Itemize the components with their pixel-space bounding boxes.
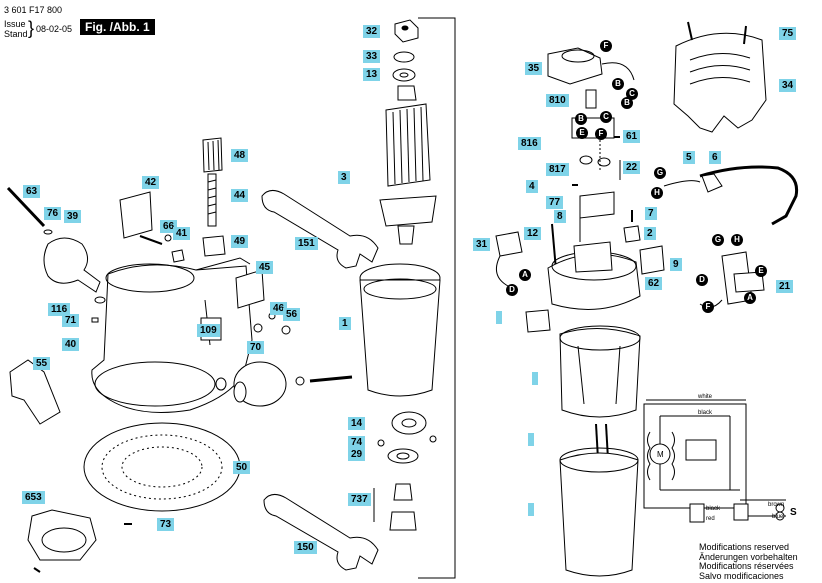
part-label: 49 [231, 235, 249, 248]
connector-badge: C [600, 111, 612, 123]
connector-badge: B [575, 113, 587, 125]
note-es: Salvo modificaciones [699, 570, 784, 581]
figure-title: Fig. /Abb. 1 [80, 19, 155, 35]
wire-brown-label: brown [768, 502, 785, 508]
connector-badge: E [576, 127, 588, 139]
part-label: 2 [644, 227, 656, 240]
part-label: 5 [683, 151, 695, 164]
part-label: 50 [233, 461, 251, 474]
part-label: 39 [64, 210, 82, 223]
part-label: 45 [256, 261, 274, 274]
connector-badge: A [744, 292, 756, 304]
issue-label-en: Issue [4, 19, 26, 29]
part-label: 21 [776, 280, 794, 293]
wire-black-label: black [698, 410, 713, 416]
part-label: 71 [62, 314, 80, 327]
wire-black-label: black [706, 506, 721, 512]
part-label: 66 [160, 220, 178, 233]
wire-blue-label: blue [772, 514, 784, 520]
part-label: 46 [270, 302, 288, 315]
part-label: 109 [197, 324, 220, 337]
modifications-notes: Modifications reserved Änderungen vorbeh… [699, 542, 798, 581]
part-label: 77 [546, 196, 564, 209]
part-label [532, 372, 538, 385]
part-label: 35 [525, 62, 543, 75]
part-label: 31 [473, 238, 491, 251]
part-label: 44 [231, 189, 249, 202]
part-label: 55 [33, 357, 51, 370]
part-label: 6 [709, 151, 721, 164]
part-label: 737 [348, 493, 371, 506]
connector-badge: B [621, 97, 633, 109]
part-label: 14 [348, 417, 366, 430]
part-label: 29 [348, 448, 366, 461]
connector-badge: F [702, 301, 714, 313]
part-label: 56 [283, 308, 301, 321]
connector-badge: F [595, 128, 607, 140]
part-label [528, 503, 534, 516]
note-en: Modifications reserved [699, 542, 790, 552]
part-label: 151 [295, 237, 318, 250]
part-label: 22 [623, 161, 641, 174]
part-label: 75 [779, 27, 797, 40]
connector-badge: D [506, 284, 518, 296]
wire-white-label: white [698, 394, 713, 400]
issue-brace: } [28, 18, 35, 38]
connector-badge: G [712, 234, 724, 246]
connector-badge: E [755, 265, 767, 277]
part-label: 3 [338, 171, 350, 184]
connector-badge: G [654, 167, 666, 179]
part-label: 70 [247, 341, 265, 354]
connector-badge: D [696, 274, 708, 286]
part-label: 816 [518, 137, 541, 150]
part-label: 12 [524, 227, 542, 240]
connector-badge: B [612, 78, 624, 90]
part-label: 33 [363, 50, 381, 63]
part-label: 13 [363, 68, 381, 81]
part-label: 40 [62, 338, 80, 351]
part-label: 73 [157, 518, 175, 531]
note-fr: Modifications réservées [699, 561, 794, 571]
part-label: 817 [546, 163, 569, 176]
part-label [496, 311, 502, 324]
part-label: 810 [546, 94, 569, 107]
part-label: 8 [554, 210, 566, 223]
part-label: 34 [779, 79, 797, 92]
part-label: 42 [142, 176, 160, 189]
part-label: 76 [44, 207, 62, 220]
motor-symbol: M [657, 450, 664, 459]
wire-red-label: red [706, 516, 715, 522]
connector-badge: H [651, 187, 663, 199]
part-label: 62 [645, 277, 663, 290]
part-label: 61 [623, 130, 641, 143]
part-label: 4 [526, 180, 538, 193]
part-label: 48 [231, 149, 249, 162]
part-label: 32 [363, 25, 381, 38]
issue-label-de: Stand [4, 29, 28, 39]
part-label: 63 [23, 185, 41, 198]
part-label: 116 [48, 303, 71, 316]
part-label: 9 [670, 258, 682, 271]
issue-date: 08-02-05 [36, 24, 73, 34]
part-label: 41 [173, 227, 191, 240]
terminal-symbol: S [790, 507, 797, 518]
part-label: 150 [294, 541, 317, 554]
connector-badge: F [600, 40, 612, 52]
connector-badge: A [519, 269, 531, 281]
part-label: 74 [348, 436, 366, 449]
note-de: Änderungen vorbehalten [699, 551, 798, 562]
doc-number: 3 601 F17 800 [4, 5, 63, 15]
part-label: 7 [645, 207, 657, 220]
part-label: 653 [22, 491, 45, 504]
connector-badge: H [731, 234, 743, 246]
part-label: 1 [339, 317, 351, 330]
part-label [528, 433, 534, 446]
